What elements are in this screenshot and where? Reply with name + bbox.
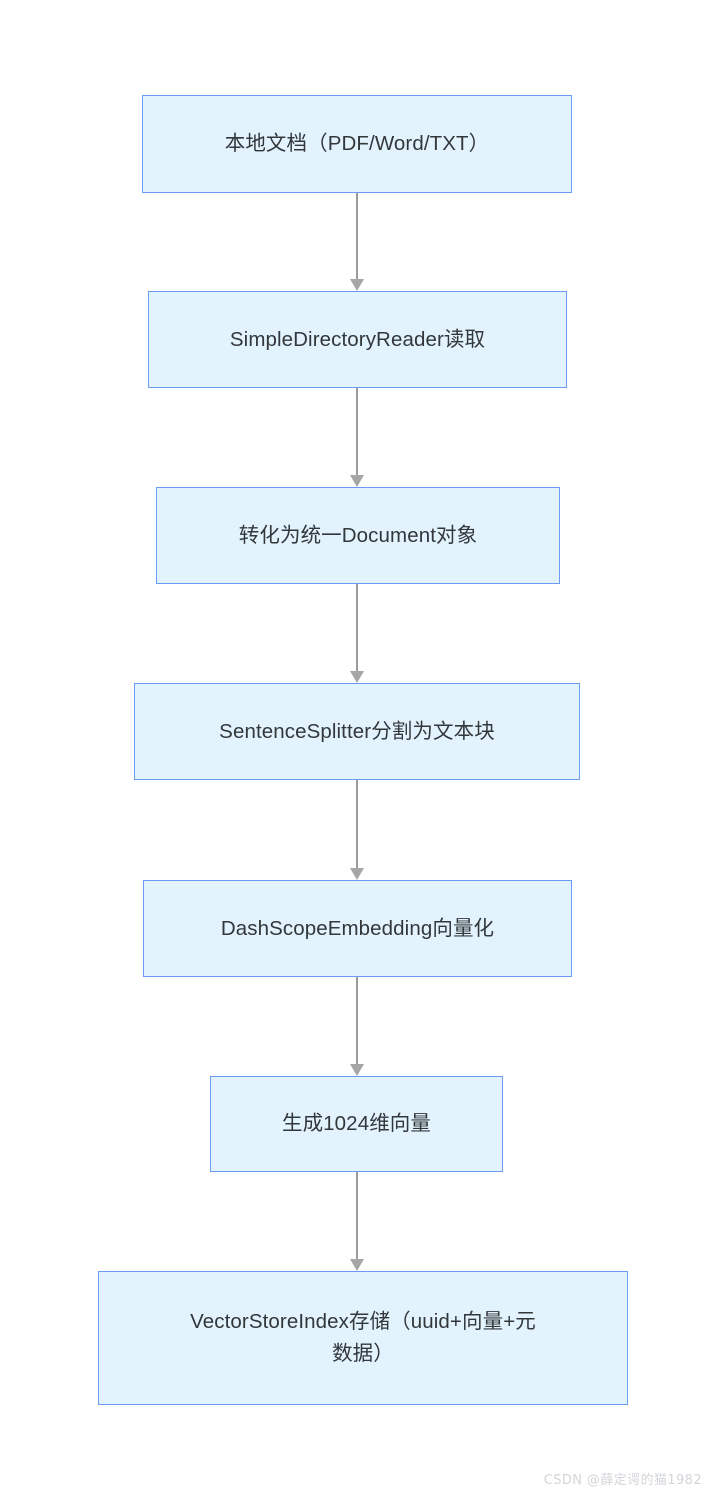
flow-connector-1 — [350, 193, 364, 291]
flow-node-label: VectorStoreIndex存储（uuid+向量+元 数据） — [190, 1310, 536, 1365]
flow-connector-6 — [350, 1172, 364, 1271]
flow-node-label: 本地文档（PDF/Word/TXT） — [224, 132, 490, 156]
flow-node-vector-store-index[interactable]: VectorStoreIndex存储（uuid+向量+元 数据） — [98, 1271, 628, 1405]
arrowhead-down-icon — [350, 1259, 364, 1271]
arrowhead-down-icon — [350, 475, 364, 487]
flow-node-label: 转化为统一Document对象 — [238, 523, 478, 547]
flow-node-generate-vector[interactable]: 生成1024维向量 — [210, 1076, 503, 1172]
flow-node-label: DashScopeEmbedding向量化 — [220, 916, 495, 940]
connector-line — [356, 1172, 358, 1259]
flow-connector-3 — [350, 584, 364, 683]
flow-connector-4 — [350, 780, 364, 880]
arrowhead-down-icon — [350, 671, 364, 683]
flow-node-local-document[interactable]: 本地文档（PDF/Word/TXT） — [142, 95, 572, 193]
connector-line — [356, 584, 358, 671]
flow-node-unified-document[interactable]: 转化为统一Document对象 — [156, 487, 560, 584]
flow-connector-5 — [350, 977, 364, 1076]
connector-line — [356, 193, 358, 279]
flow-node-sentence-splitter[interactable]: SentenceSplitter分割为文本块 — [134, 683, 580, 780]
flow-node-dashscope-embedding[interactable]: DashScopeEmbedding向量化 — [143, 880, 572, 977]
flow-node-simple-directory-reader[interactable]: SimpleDirectoryReader读取 — [148, 291, 567, 388]
flow-node-label: SimpleDirectoryReader读取 — [229, 327, 486, 351]
connector-line — [356, 388, 358, 475]
flow-node-label: SentenceSplitter分割为文本块 — [219, 719, 495, 743]
arrowhead-down-icon — [350, 279, 364, 291]
flow-node-label: 生成1024维向量 — [281, 1112, 431, 1136]
connector-line — [356, 780, 358, 868]
arrowhead-down-icon — [350, 868, 364, 880]
watermark: CSDN @薛定谔的猫1982 — [543, 1473, 702, 1488]
connector-line — [356, 977, 358, 1064]
flow-connector-2 — [350, 388, 364, 487]
arrowhead-down-icon — [350, 1064, 364, 1076]
